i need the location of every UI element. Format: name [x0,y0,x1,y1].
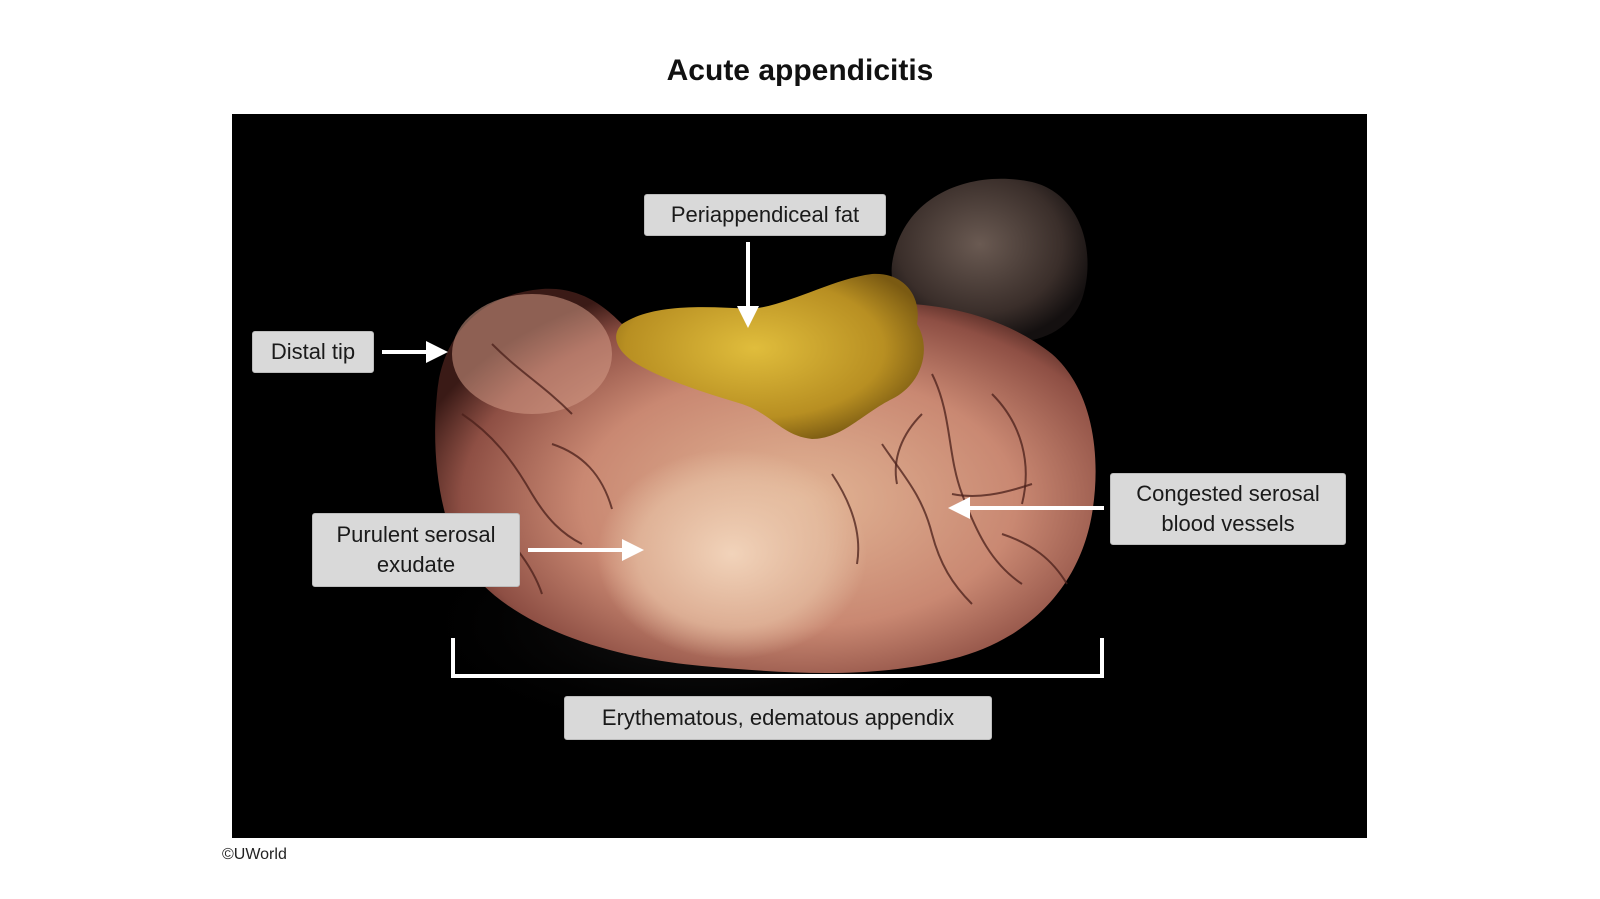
arrowhead-purulent-exudate [622,539,644,561]
label-purulent-line2: exudate [376,552,456,577]
figure-title: Acute appendicitis [666,54,934,87]
label-purulent-line1: Purulent serosal [336,522,496,547]
arrowhead-distal-tip [426,341,448,363]
specimen-photo: Periappendiceal fat Distal tip Congested… [232,114,1367,838]
purulent-exudate-area [597,449,867,659]
appendix-bracket [451,638,1104,678]
distal-tip-area [452,294,612,414]
label-distal-tip-text: Distal tip [270,339,356,364]
label-purulent-exudate: Purulent serosal exudate [312,513,520,587]
arrowhead-periappendiceal-fat [737,306,759,328]
label-erythematous-appendix: Erythematous, edematous appendix [564,696,992,740]
copyright-notice: ©UWorld [222,846,287,863]
label-periappendiceal-fat-text: Periappendiceal fat [670,202,860,227]
mesoappendix-tissue [891,178,1088,343]
annotation-arrows [382,242,1104,561]
label-congested-line2: blood vessels [1161,511,1295,536]
label-periappendiceal-fat: Periappendiceal fat [644,194,886,236]
specimen-illustration [382,178,1104,744]
label-distal-tip: Distal tip [252,331,374,373]
label-erythematous-text: Erythematous, edematous appendix [601,705,955,730]
label-congested-line1: Congested serosal [1136,481,1320,506]
periappendiceal-fat-area [616,273,924,439]
arrowhead-congested-vessels [948,497,970,519]
label-congested-vessels: Congested serosal blood vessels [1110,473,1346,545]
